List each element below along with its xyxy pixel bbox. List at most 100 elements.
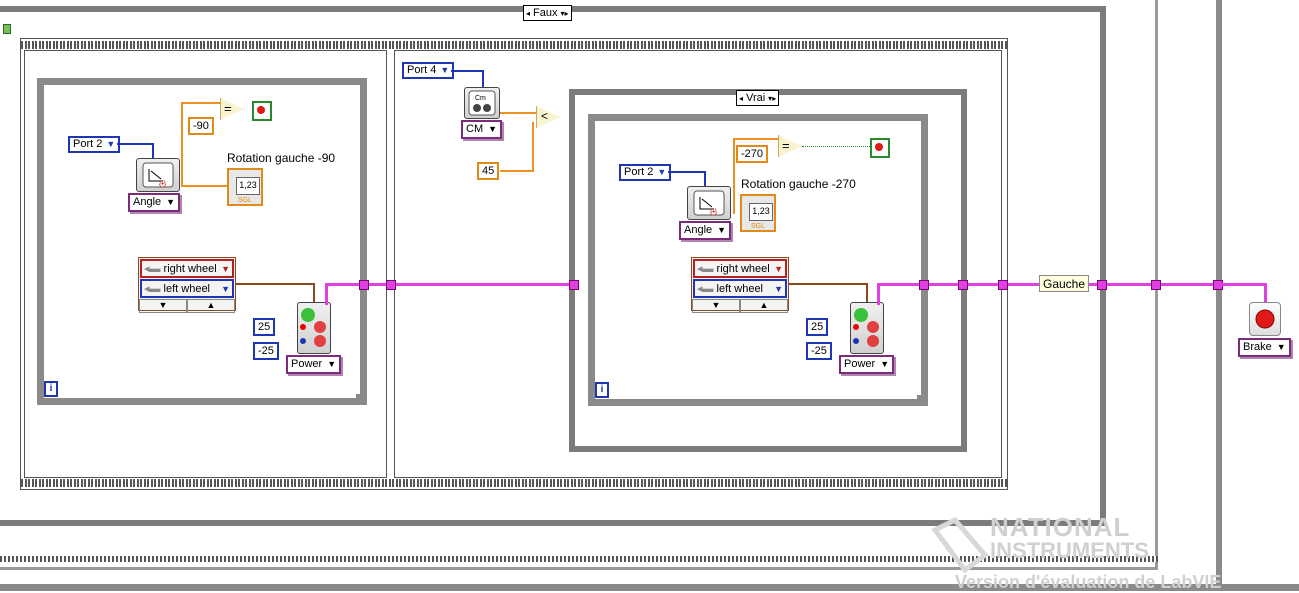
rotation-sensor-vi[interactable]: {•} bbox=[136, 158, 180, 192]
power-mode-label: Power bbox=[291, 358, 323, 370]
case-prev-arrow[interactable]: ◂ bbox=[526, 8, 531, 18]
wire bbox=[181, 102, 221, 104]
motor-list-1[interactable]: ◂▬right wheel▼ ◂▬left wheel▼ ▼▲ bbox=[138, 257, 236, 313]
equal-symbol: = bbox=[782, 138, 790, 153]
unit-selector[interactable]: CM ▼ bbox=[461, 120, 503, 139]
wire bbox=[500, 170, 533, 172]
wire bbox=[704, 171, 706, 187]
dropdown-icon: ▼ bbox=[166, 197, 176, 207]
case-selector-label: Vrai bbox=[746, 91, 766, 104]
power-mode-selector-2[interactable]: Power▼ bbox=[839, 355, 895, 374]
unit-label: CM bbox=[466, 123, 484, 135]
motor-vi-1[interactable] bbox=[297, 302, 331, 354]
outer-loop-right-edge bbox=[1216, 0, 1222, 591]
angle-constant[interactable]: -90 bbox=[188, 117, 214, 135]
distance-threshold[interactable]: 45 bbox=[477, 162, 500, 180]
stop-terminal-inner[interactable] bbox=[870, 138, 890, 158]
indicator-value: 1,23 bbox=[749, 203, 773, 221]
power-right-constant[interactable]: -25 bbox=[253, 342, 279, 360]
angle-mode-selector[interactable]: Angle ▼ bbox=[128, 193, 181, 212]
brake-mode-selector[interactable]: Brake▼ bbox=[1238, 338, 1291, 357]
motor-icon bbox=[853, 308, 879, 347]
motor-vi-2[interactable] bbox=[850, 302, 884, 354]
rotation-sensor-icon: {•} bbox=[142, 162, 174, 188]
wire bbox=[451, 70, 483, 72]
brake-vi[interactable] bbox=[1249, 302, 1281, 336]
sequence-top-film bbox=[21, 41, 1007, 49]
dropdown-icon: ▼ bbox=[221, 263, 230, 274]
ultrasonic-sensor-vi[interactable]: Cm bbox=[464, 87, 500, 119]
rotation-gauche-270-label: Rotation gauche -270 bbox=[741, 177, 856, 191]
tunnel bbox=[359, 280, 369, 290]
case-prev-arrow[interactable]: ◂ bbox=[739, 93, 744, 103]
dropdown-icon: ▼ bbox=[1276, 342, 1286, 352]
connector-icon: ◂▬ bbox=[144, 263, 161, 275]
power-right-constant-inner[interactable]: -25 bbox=[806, 342, 832, 360]
tunnel bbox=[1097, 280, 1107, 290]
tunnel bbox=[919, 280, 929, 290]
rotation-sensor-vi-inner[interactable]: {•} bbox=[687, 186, 731, 220]
angle-mode-label: Angle bbox=[133, 196, 162, 208]
case-dropdown-arrow[interactable]: ▾▸ bbox=[768, 93, 777, 103]
brake-icon bbox=[1255, 309, 1275, 329]
angle-mode-label: Angle bbox=[684, 224, 713, 236]
motor-wire bbox=[326, 283, 574, 286]
case-dropdown-arrow[interactable]: ▾▸ bbox=[560, 8, 569, 18]
dropdown-icon: ▼ bbox=[657, 167, 667, 177]
dropdown-icon: ▼ bbox=[717, 225, 727, 235]
equal-symbol: = bbox=[224, 101, 232, 116]
ni-watermark-line1: NATIONAL bbox=[990, 512, 1131, 542]
tunnel bbox=[998, 280, 1008, 290]
dropdown-icon: ▼ bbox=[880, 359, 890, 369]
motor-item-label: right wheel bbox=[716, 262, 770, 275]
ni-watermark-line2: INSTRUMENTS bbox=[990, 538, 1149, 563]
dropdown-icon: ▼ bbox=[774, 283, 783, 294]
connector-icon: ◂▬ bbox=[144, 283, 161, 295]
motor-item-right-wheel[interactable]: ◂▬right wheel▼ bbox=[693, 259, 787, 278]
wire bbox=[181, 102, 183, 186]
dropdown-icon: ▼ bbox=[106, 139, 116, 149]
info-icon[interactable]: i bbox=[595, 382, 609, 398]
case-selector-vrai[interactable]: ◂ Vrai ▾▸ bbox=[736, 90, 780, 106]
port-2-enum[interactable]: Port 2▼ bbox=[68, 136, 121, 153]
power-mode-selector-1[interactable]: Power ▼ bbox=[286, 355, 342, 374]
motor-item-left-wheel[interactable]: ◂▬left wheel▼ bbox=[140, 279, 234, 298]
motor-wire bbox=[1220, 283, 1266, 286]
power-left-constant[interactable]: 25 bbox=[253, 318, 276, 336]
port-2-label: Port 2 bbox=[73, 138, 103, 150]
motor-item-left-wheel[interactable]: ◂▬left wheel▼ bbox=[693, 279, 787, 298]
port-2-enum-inner[interactable]: Port 2▼ bbox=[619, 164, 672, 181]
motor-icon bbox=[300, 308, 326, 347]
power-left-constant-inner[interactable]: 25 bbox=[806, 318, 829, 336]
rotation-gauche-90-label: Rotation gauche -90 bbox=[227, 151, 336, 165]
motor-item-label: left wheel bbox=[716, 282, 764, 295]
indicator-type: SGL bbox=[750, 223, 765, 230]
angle-mode-selector-inner[interactable]: Angle ▼ bbox=[679, 221, 732, 240]
info-icon[interactable]: i bbox=[44, 381, 58, 397]
list-arrows: ▼▲ bbox=[139, 299, 235, 313]
list-down-button[interactable]: ▼ bbox=[139, 299, 187, 313]
ni-logo-icon bbox=[931, 516, 989, 574]
list-arrows: ▼▲ bbox=[692, 299, 788, 313]
case-selector-faux[interactable]: ◂ Faux ▾▸ bbox=[523, 5, 572, 21]
angle-constant-inner[interactable]: -270 bbox=[736, 145, 769, 163]
ni-watermark-line3: Version d'évaluation de LabVIE bbox=[955, 572, 1222, 592]
bottom-border bbox=[0, 584, 1299, 591]
numeric-indicator-inner[interactable]: 1,23 SGL bbox=[740, 194, 776, 232]
stop-terminal[interactable] bbox=[252, 101, 272, 121]
dropdown-icon: ▼ bbox=[327, 359, 337, 369]
wire bbox=[668, 171, 705, 173]
numeric-indicator[interactable]: 1,23 SGL bbox=[227, 168, 263, 206]
case-selector-terminal[interactable] bbox=[3, 24, 11, 34]
list-down-button[interactable]: ▼ bbox=[692, 299, 740, 313]
tunnel bbox=[569, 280, 579, 290]
list-up-button[interactable]: ▲ bbox=[187, 299, 235, 313]
sequence-bottom-film bbox=[21, 479, 1007, 487]
port-4-enum[interactable]: Port 4▼ bbox=[402, 62, 455, 79]
case-selector-label: Faux bbox=[533, 6, 558, 19]
motor-item-right-wheel[interactable]: ◂▬right wheel▼ bbox=[140, 259, 234, 278]
motor-list-2[interactable]: ◂▬right wheel▼ ◂▬left wheel▼ ▼▲ bbox=[691, 257, 789, 313]
wire bbox=[789, 283, 867, 285]
dropdown-icon: ▼ bbox=[488, 124, 498, 134]
list-up-button[interactable]: ▲ bbox=[740, 299, 788, 313]
